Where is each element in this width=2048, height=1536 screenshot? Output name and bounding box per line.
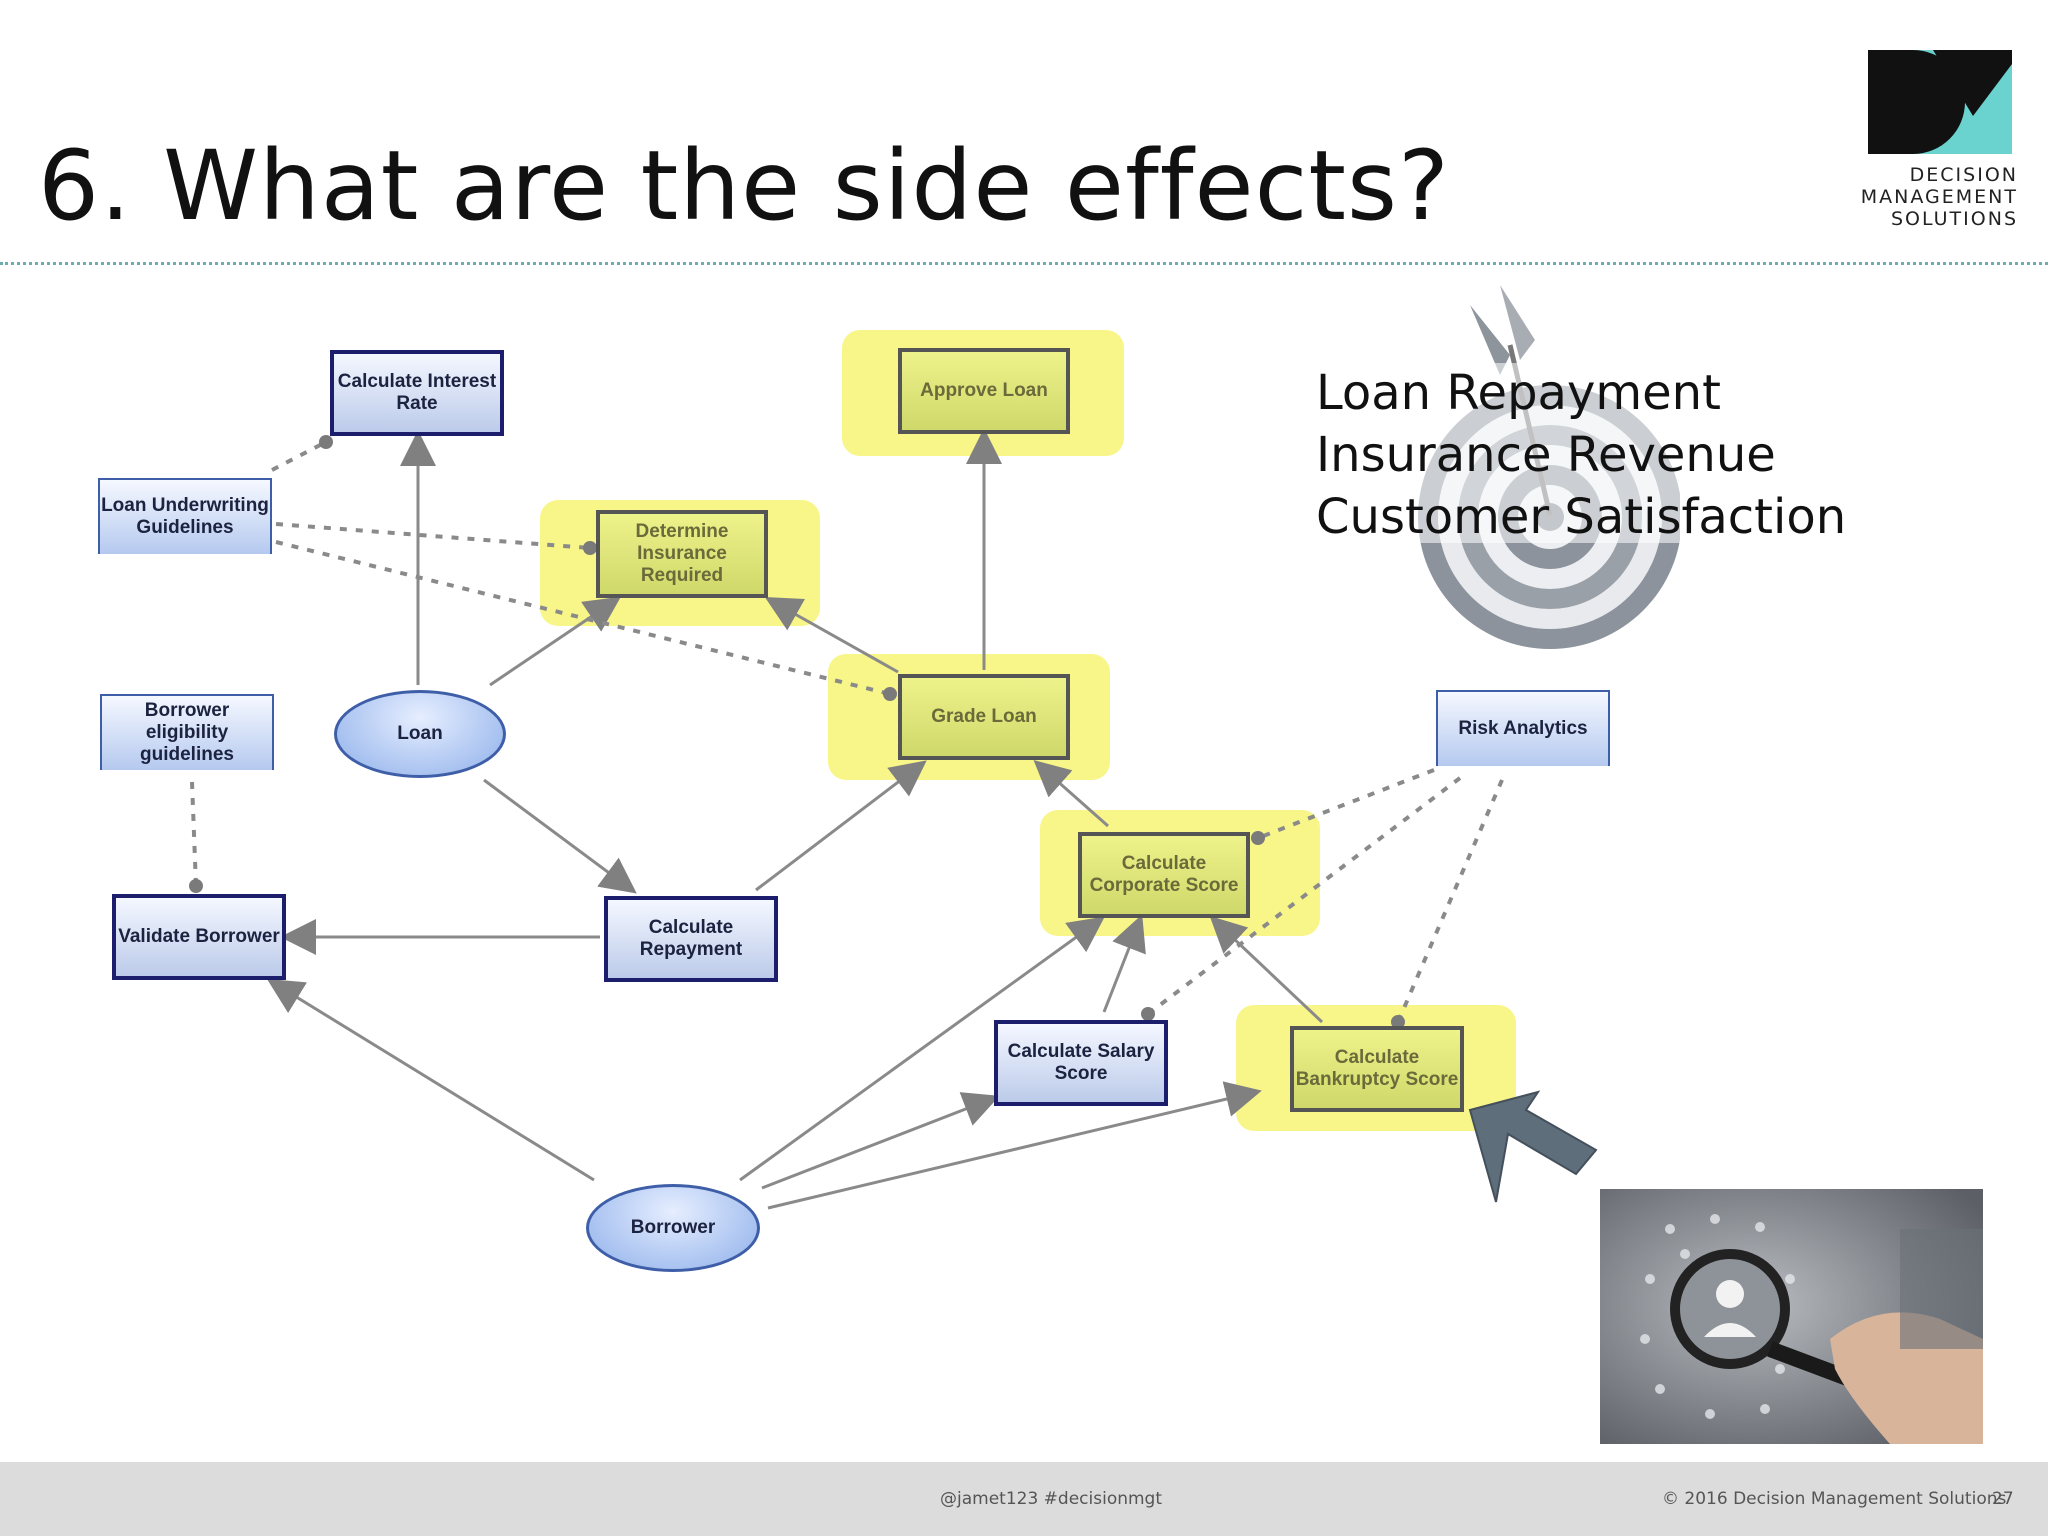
authority-risk-bankruptcy [1396,779,1504,1023]
authority-dot [883,687,897,701]
target-outcomes-list: Loan Repayment Insurance Revenue Custome… [1316,362,1846,548]
slide-title: 6. What are the side effects? [38,130,1450,242]
node-label: Approve Loan [920,380,1048,401]
edge-loan-repayment [483,778,637,894]
node-label: Calculate [1121,853,1207,874]
authority-dot [189,879,203,893]
page-number: 27 [1992,1489,2014,1509]
pointer-arrow-icon [1468,1090,1598,1203]
authority-guidelines-insurance [275,522,591,550]
edge-borrower-bankruptcy [767,1081,1262,1210]
magnifying-glass-people-image [1600,1189,1983,1444]
authority-dot [1141,1007,1155,1021]
logo-line-1: DECISION [1909,164,2018,186]
authority-eligibility-validate [190,781,198,887]
footer-copyright: © 2016 Decision Management Solutions [1662,1489,2007,1509]
node-label: Loan Underwriting [101,495,269,516]
footer-bar [0,1462,2048,1536]
node-label: Grade Loan [931,706,1037,727]
logo-text: DECISION MANAGEMENT SOLUTIONS [1861,164,2018,230]
authority-guidelines-grade [275,540,891,696]
node-label: Guidelines [136,517,234,538]
node-label: Bankruptcy Score [1295,1069,1459,1090]
edge-borrower-salary [761,1092,1000,1190]
authority-risk-salary [1146,776,1462,1016]
node-risk-analytics[interactable]: Risk Analytics [1436,690,1610,766]
node-label: Borrower eligibility [144,700,230,743]
logo-line-2: MANAGEMENT [1860,186,2018,208]
node-label: Repayment [639,939,743,960]
node-label: Validate Borrower [118,926,280,947]
node-grade-loan[interactable]: Grade Loan [898,674,1070,760]
authority-dot [1391,1015,1405,1029]
authority-guidelines-interest [271,440,327,472]
authority-dot [319,435,333,449]
node-label: Required [640,565,724,586]
node-label: Borrower [630,1217,716,1238]
node-label: Calculate Salary [1007,1041,1155,1062]
node-label: Insurance [637,543,727,564]
node-validate-borrower[interactable]: Validate Borrower [112,894,286,980]
footer-handle: @jamet123 #decisionmgt [940,1489,1163,1509]
logo-mark-icon [1868,50,2012,154]
edge-salary-corporate [1102,914,1146,1013]
node-label: Calculate Interest [337,371,497,392]
node-label: Corporate Score [1089,875,1239,896]
edge-bankruptcy-corporate [1209,915,1324,1024]
diagram-connectors [189,428,1504,1210]
node-borrower-input[interactable]: Borrower [586,1184,760,1272]
target-item: Customer Satisfaction [1316,489,1847,545]
node-label: Risk Analytics [1458,718,1588,739]
node-loan-input[interactable]: Loan [334,690,506,778]
edge-repayment-grade [755,760,927,892]
authority-dot [1251,831,1265,845]
edge-borrower-corporate [739,916,1105,1182]
target-item: Insurance Revenue [1316,427,1776,483]
node-label: Determine [635,521,729,542]
edge-borrower-validate [266,978,595,1182]
dartboard-icon [1350,285,1680,649]
node-label: Rate [396,393,438,414]
authority-risk-corporate [1257,768,1435,840]
node-approve-loan[interactable]: Approve Loan [898,348,1070,434]
authority-dot [583,541,597,555]
edge-loan-insurance [489,596,621,687]
node-label: Loan [397,723,443,744]
title-divider [0,262,2048,265]
node-label: guidelines [140,744,234,765]
target-item: Loan Repayment [1316,365,1721,421]
node-label: Score [1054,1063,1108,1084]
edge-grade-insurance [764,597,899,674]
company-logo: DECISION MANAGEMENT SOLUTIONS [1858,46,2018,236]
logo-line-3: SOLUTIONS [1891,208,2018,230]
node-label: Calculate [1334,1047,1420,1068]
node-label: Calculate [648,917,734,938]
edge-corporate-grade [1033,760,1109,828]
